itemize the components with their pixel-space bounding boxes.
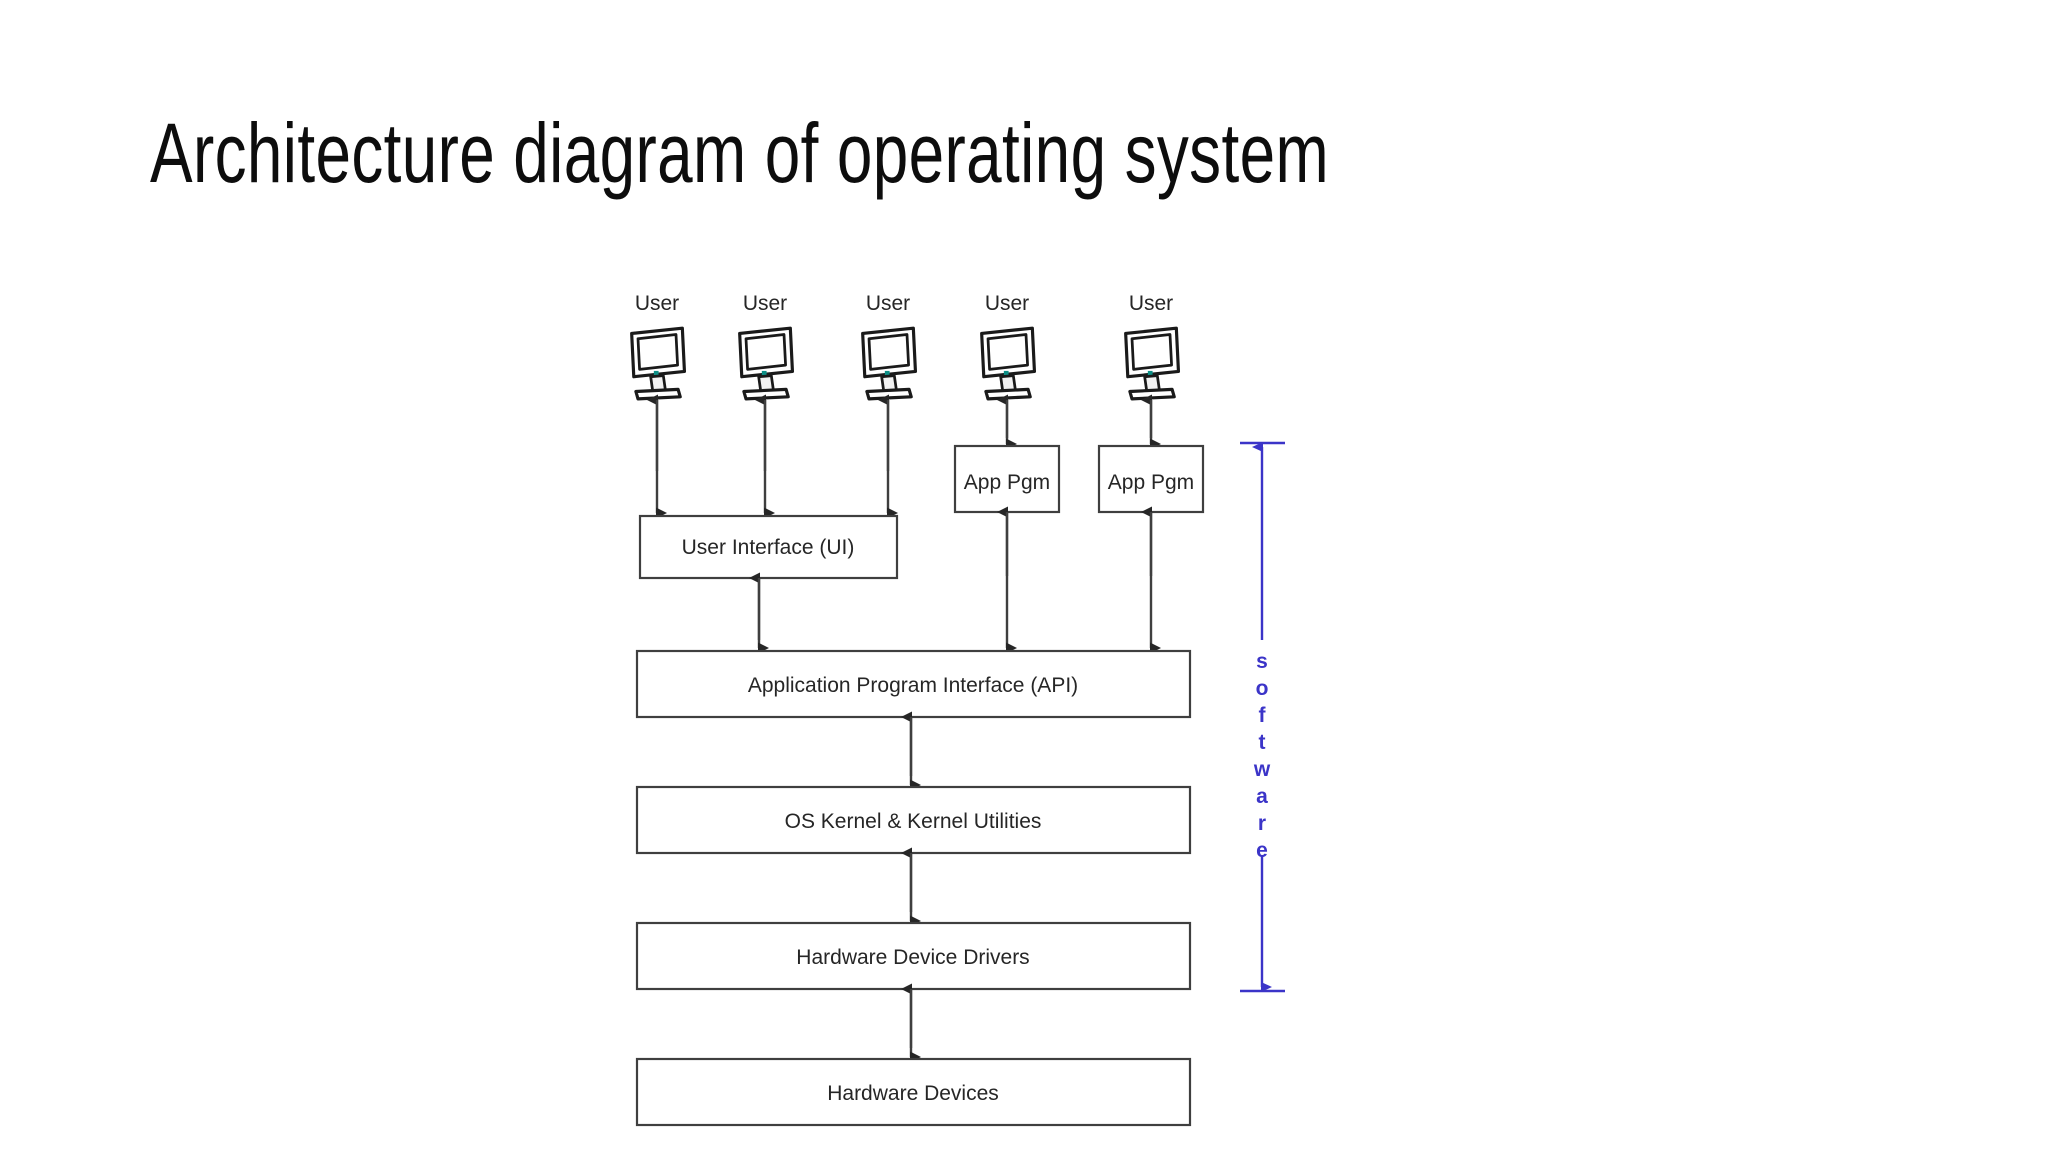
monitor-icon [861, 326, 918, 401]
software-bracket: s o f t w a r e [1240, 441, 1285, 993]
monitor-icon [980, 326, 1037, 401]
user-label: User [985, 292, 1029, 315]
user-station-4: User [980, 292, 1037, 450]
user-station-2: User [738, 292, 795, 519]
layer-hardware-device-drivers: Hardware Device Drivers [635, 921, 1192, 991]
app-pgm-box-1: App Pgm [953, 444, 1061, 514]
layer-label: OS Kernel & Kernel Utilities [785, 810, 1042, 833]
bracket-letter: e [1256, 839, 1268, 862]
layer-rect [635, 785, 1192, 855]
bracket-letter: a [1256, 785, 1268, 808]
bracket-letter: f [1259, 704, 1267, 727]
app-pgm-rect [953, 444, 1061, 514]
layer-label: Application Program Interface (API) [748, 674, 1078, 697]
user-station-5: User [1124, 292, 1181, 450]
monitor-icon [738, 326, 795, 401]
layer-label: User Interface (UI) [682, 536, 855, 559]
layer-label: Hardware Devices [827, 1082, 999, 1105]
layer-rect [635, 649, 1192, 719]
layer-rect [635, 921, 1192, 991]
bracket-letter: o [1256, 677, 1269, 700]
monitor-icon [1124, 326, 1181, 401]
user-label: User [635, 292, 679, 315]
layer-api: Application Program Interface (API) [635, 649, 1192, 719]
layer-user-interface: User Interface (UI) [638, 514, 899, 580]
app-pgm-box-2: App Pgm [1097, 444, 1205, 514]
user-station-1: User [630, 292, 687, 519]
user-label: User [866, 292, 910, 315]
bracket-letter: s [1256, 650, 1268, 673]
page-title: Architecture diagram of operating system [150, 106, 1330, 200]
bracket-letter: w [1253, 758, 1271, 781]
layer-label: Hardware Device Drivers [796, 946, 1029, 969]
user-label: User [1129, 292, 1173, 315]
app-pgm-label: App Pgm [1108, 471, 1194, 494]
bracket-letter: t [1259, 731, 1266, 754]
user-station-3: User [861, 292, 918, 519]
layer-rect [635, 1057, 1192, 1127]
layer-rect [638, 514, 899, 580]
layer-hardware-devices: Hardware Devices [635, 1057, 1192, 1127]
monitor-icon [630, 326, 687, 401]
app-pgm-label: App Pgm [964, 471, 1050, 494]
user-label: User [743, 292, 787, 315]
layer-os-kernel: OS Kernel & Kernel Utilities [635, 785, 1192, 855]
bracket-letter: r [1258, 812, 1266, 835]
